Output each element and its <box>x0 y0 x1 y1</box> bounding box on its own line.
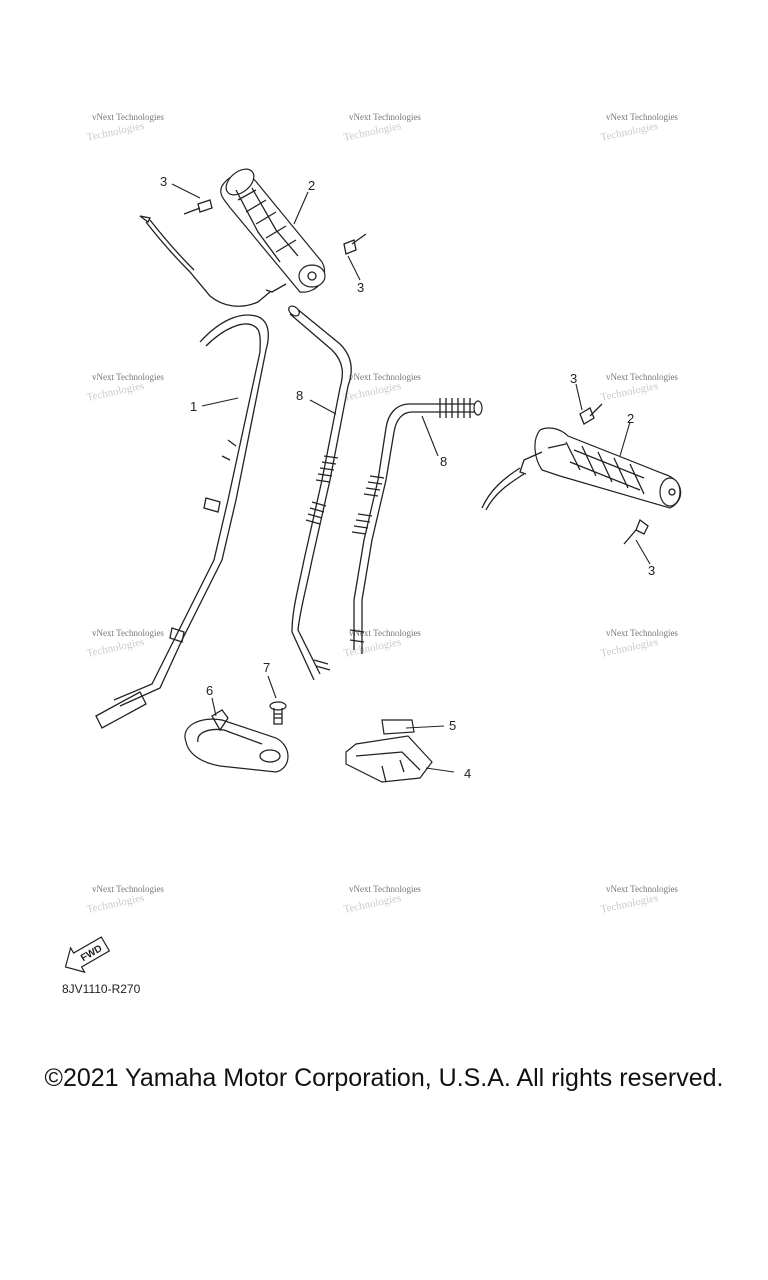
watermark-shadow: Technologies <box>600 120 660 144</box>
bolt-top-left <box>183 199 213 215</box>
watermark-shadow: Technologies <box>86 636 146 660</box>
watermark-shadow: Technologies <box>86 892 146 916</box>
watermark-text: vNext Technologies <box>349 112 421 122</box>
callout-6: 6 <box>206 683 213 698</box>
watermark-text: vNext Technologies <box>606 628 678 638</box>
watermark-text: vNext Technologies <box>92 884 164 894</box>
watermark-shadow: Technologies <box>600 636 660 660</box>
callout-3: 3 <box>357 280 364 295</box>
throttle-cable <box>95 215 271 729</box>
watermark-shadow: Technologies <box>343 380 403 404</box>
callout-4: 4 <box>464 766 471 781</box>
watermark-text: vNext Technologies <box>606 372 678 382</box>
bracket-part <box>345 735 433 783</box>
callout-lines <box>171 183 651 773</box>
bolt-right-bottom <box>623 518 649 545</box>
pad-part <box>381 719 415 735</box>
watermark-shadow: Technologies <box>343 636 403 660</box>
callout-3: 3 <box>160 174 167 189</box>
handlebar-right <box>349 398 483 654</box>
callout-3: 3 <box>648 563 655 578</box>
watermark-shadow: Technologies <box>343 892 403 916</box>
watermark-text: vNext Technologies <box>606 112 678 122</box>
callout-7: 7 <box>263 660 270 675</box>
callout-3: 3 <box>570 371 577 386</box>
watermark-text: vNext Technologies <box>92 112 164 122</box>
watermark-text: vNext Technologies <box>92 628 164 638</box>
watermark-shadow: Technologies <box>600 380 660 404</box>
watermark-shadow: Technologies <box>86 380 146 404</box>
callout-2: 2 <box>627 411 634 426</box>
copyright-text: ©2021 Yamaha Motor Corporation, U.S.A. A… <box>44 1064 724 1092</box>
watermarks: Technologies vNext Technologies Technolo… <box>86 112 679 916</box>
watermark-shadow: Technologies <box>343 120 403 144</box>
watermark-text: vNext Technologies <box>606 884 678 894</box>
callout-8: 8 <box>296 388 303 403</box>
watermark-text: vNext Technologies <box>92 372 164 382</box>
cover-part <box>184 709 289 773</box>
grip-top <box>220 168 326 293</box>
watermark-text: vNext Technologies <box>349 372 421 382</box>
bolt-top-right <box>343 233 367 255</box>
fwd-arrow-icon: FWD <box>64 936 111 974</box>
callout-5: 5 <box>449 718 456 733</box>
watermark-shadow: Technologies <box>86 120 146 144</box>
watermark-text: vNext Technologies <box>349 628 421 638</box>
callout-1: 1 <box>190 399 197 414</box>
handlebar-left <box>288 305 352 681</box>
bolt-right-top <box>579 403 603 425</box>
drawing-code: 8JV1110-R270 <box>62 982 141 996</box>
watermark-shadow: Technologies <box>600 892 660 916</box>
callout-labels: 3 2 3 1 8 8 3 2 3 6 7 5 4 <box>160 174 655 781</box>
watermark-text: vNext Technologies <box>349 884 421 894</box>
screw-part <box>269 701 287 725</box>
callout-8: 8 <box>440 454 447 469</box>
grip-right <box>481 427 682 511</box>
callout-2: 2 <box>308 178 315 193</box>
